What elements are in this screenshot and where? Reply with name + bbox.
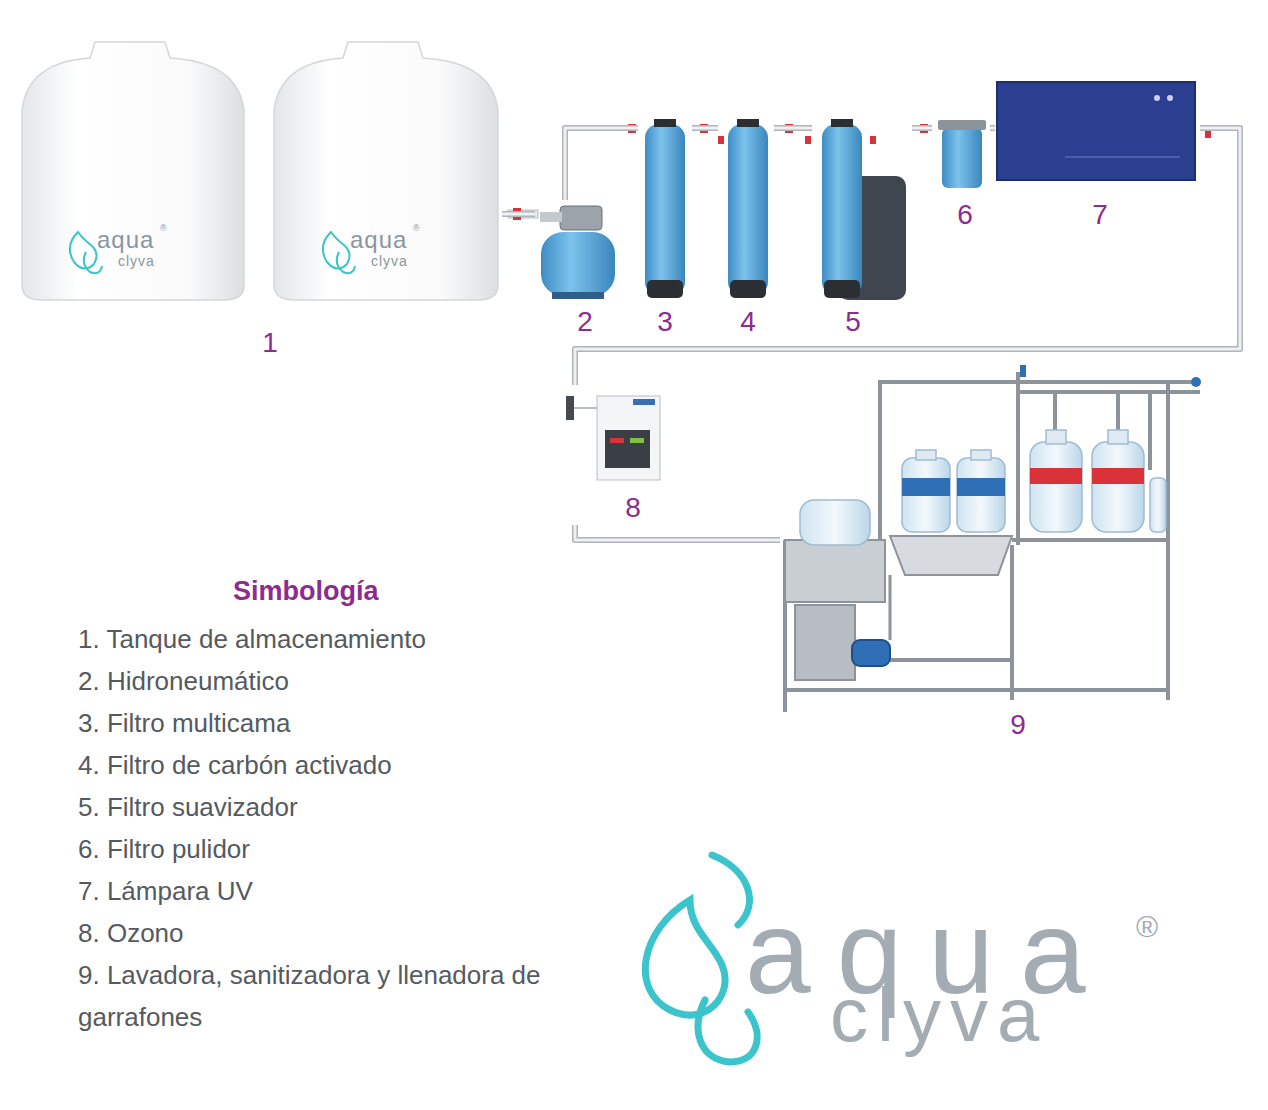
pipe-connector bbox=[774, 128, 812, 129]
pipe-outline bbox=[774, 125, 812, 131]
pipe-core bbox=[502, 213, 535, 216]
equipment-node: 7 bbox=[995, 78, 1200, 233]
pipe-connector bbox=[575, 525, 780, 540]
callout-number: 7 bbox=[1092, 201, 1108, 229]
pipe-outline bbox=[692, 125, 718, 131]
legend-item: 1. Tanque de almacenamiento bbox=[78, 618, 583, 660]
tank-logo-text: clyva bbox=[118, 254, 155, 268]
callout-number: 9 bbox=[1010, 711, 1026, 739]
legend-item: 7. Lámpara UV bbox=[78, 870, 583, 912]
pipe-outline bbox=[575, 525, 780, 540]
equipment-node: 2 bbox=[535, 200, 620, 345]
legend-item: 8. Ozono bbox=[78, 912, 583, 954]
filter-tanks bbox=[628, 119, 986, 300]
pipe-core bbox=[912, 127, 932, 130]
equipment-node: 9 bbox=[780, 360, 1212, 750]
legend-item: 3. Filtro multicama bbox=[78, 702, 583, 744]
legend: 1. Tanque de almacenamiento2. Hidroneumá… bbox=[78, 618, 583, 1038]
ozone-generator bbox=[566, 396, 660, 480]
pipe-connector bbox=[912, 128, 932, 129]
pipe-core bbox=[774, 127, 812, 130]
pipe-outline bbox=[990, 125, 995, 131]
tank-logo-text: clyva bbox=[371, 254, 408, 268]
callout-number: 1 bbox=[262, 329, 278, 357]
legend-heading: Simbología bbox=[233, 578, 379, 605]
equipment-node: 1 bbox=[20, 40, 502, 362]
pipe-connector bbox=[990, 128, 995, 129]
storage-tank bbox=[22, 42, 498, 300]
legend-item: 9. Lavadora, sanitizadora y llenadora de… bbox=[78, 954, 583, 1038]
tank-logo-mark: ® bbox=[413, 224, 420, 233]
callout-number: 4 bbox=[740, 308, 756, 336]
brand-logo-mark: ® bbox=[1136, 912, 1158, 942]
callout-number: 2 bbox=[577, 308, 593, 336]
equipment-node: 5 bbox=[812, 116, 912, 340]
pipe-connector bbox=[575, 128, 1240, 385]
callout-number: 3 bbox=[657, 308, 673, 336]
brand-logo-text: clyva bbox=[830, 977, 1048, 1053]
callout-number: 8 bbox=[625, 494, 641, 522]
logo-mark bbox=[645, 855, 757, 1062]
water-bottles bbox=[800, 430, 1166, 545]
filling-station bbox=[785, 365, 1201, 712]
pipe-core bbox=[990, 127, 995, 130]
pipe-core bbox=[575, 128, 1240, 385]
tank-logo-text: aqua bbox=[350, 228, 407, 252]
legend-item: 6. Filtro pulidor bbox=[78, 828, 583, 870]
pipe-outline bbox=[565, 128, 638, 200]
pipe-outline bbox=[502, 211, 535, 217]
pipe-connector bbox=[565, 128, 638, 200]
uv-lamp bbox=[997, 82, 1211, 180]
tank-logo-mark: ® bbox=[160, 224, 167, 233]
pipe-connector bbox=[692, 128, 718, 129]
equipment-node: 6 bbox=[932, 112, 990, 232]
equipment-node: 3 bbox=[638, 116, 692, 340]
pipe-outline bbox=[575, 128, 1240, 385]
pipe-core bbox=[692, 127, 718, 130]
pipe-core bbox=[565, 128, 638, 200]
legend-item: 2. Hidroneumático bbox=[78, 660, 583, 702]
hydropneumatic-tank bbox=[508, 206, 615, 299]
legend-item: 5. Filtro suavizador bbox=[78, 786, 583, 828]
pipe-connector bbox=[502, 214, 535, 215]
pipe-outline bbox=[912, 125, 932, 131]
callout-number: 5 bbox=[845, 308, 861, 336]
equipment-node: 8 bbox=[565, 385, 665, 525]
tank-logo-text: aqua bbox=[97, 228, 154, 252]
equipment-node: 4 bbox=[718, 116, 774, 340]
pipe-core bbox=[575, 525, 780, 540]
callout-number: 6 bbox=[957, 201, 973, 229]
legend-item: 4. Filtro de carbón activado bbox=[78, 744, 583, 786]
